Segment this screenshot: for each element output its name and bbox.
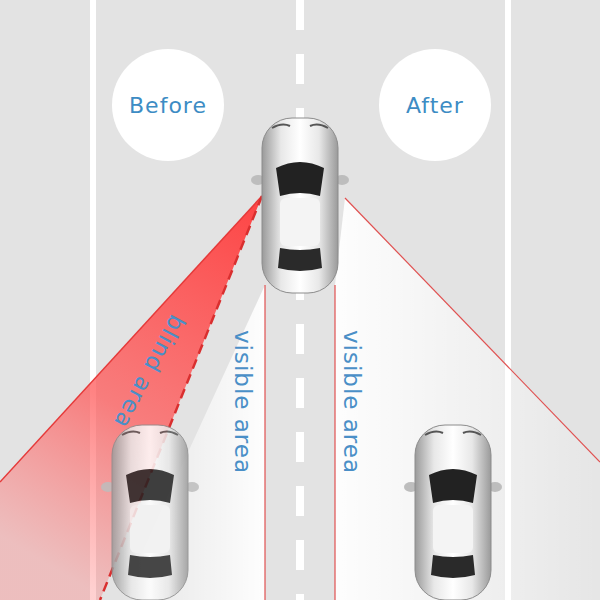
circle-text: Before [129,93,207,118]
area-label: visible area [339,330,365,474]
car [101,425,199,600]
center-dash [296,0,304,600]
car [404,425,502,600]
blind-edge [100,196,262,600]
car [251,118,349,293]
label-circle: Before [112,49,224,161]
view-line [345,198,600,462]
blind-zone [0,196,262,600]
view-line [264,285,265,600]
view-line [334,285,335,600]
lane-line [505,0,511,600]
circle-text: After [406,93,464,118]
label-circle: After [379,49,491,161]
visible-glow [335,198,600,600]
area-label: visible area [230,330,256,474]
